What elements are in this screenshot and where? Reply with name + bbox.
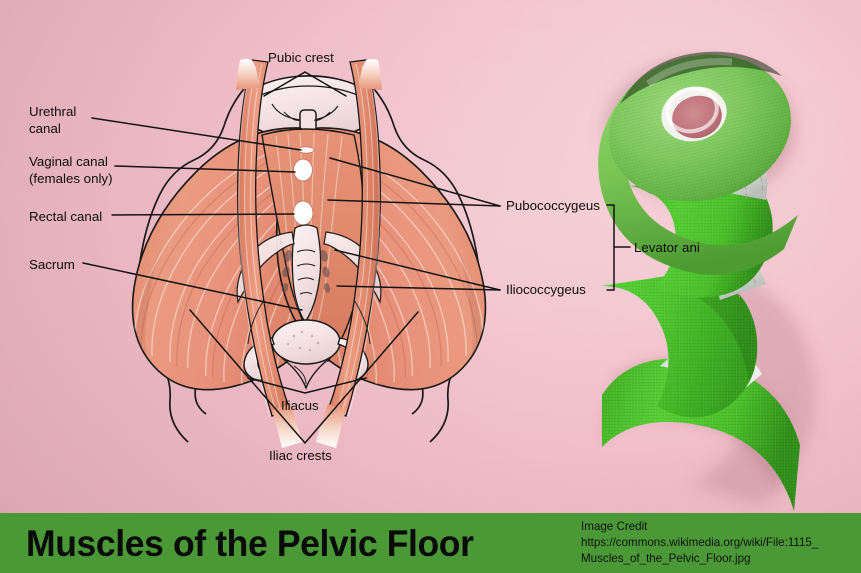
background-vignette [0, 0, 861, 520]
image-credit-url-line1: https://commons.wikimedia.org/wiki/File:… [581, 536, 819, 550]
label-rectal-canal: Rectal canal [29, 209, 103, 224]
label-levator-ani: Levator ani [634, 240, 700, 255]
label-sacrum: Sacrum [29, 257, 75, 272]
label-iliococcygeus: Iliococcygeus [506, 282, 586, 297]
image-credit-heading: Image Credit [581, 520, 648, 533]
image-credit-url-line2: Muscles_of_the_Pelvic_Floor.jpg [581, 552, 751, 566]
label-urethral-canal-line2: canal [29, 120, 61, 136]
label-pubococcygeus: Pubococcygeus [506, 198, 600, 213]
label-iliac-crests: Iliac crests [269, 448, 332, 463]
image-credit: Image Credit https://commons.wikimedia.o… [581, 519, 857, 568]
label-iliacus: Iliacus [281, 398, 319, 413]
label-vaginal-canal-line1: Vaginal canal [29, 154, 108, 169]
page-title: Muscles of the Pelvic Floor [26, 523, 474, 564]
label-urethral-canal: Urethral canal [29, 104, 149, 137]
footer-banner [0, 513, 861, 573]
label-vaginal-canal: Vaginal canal (females only) [29, 154, 169, 187]
label-vaginal-canal-line2: (females only) [29, 170, 113, 186]
label-pubic-crest: Pubic crest [268, 50, 334, 65]
label-urethral-canal-line1: Urethral [29, 104, 77, 119]
